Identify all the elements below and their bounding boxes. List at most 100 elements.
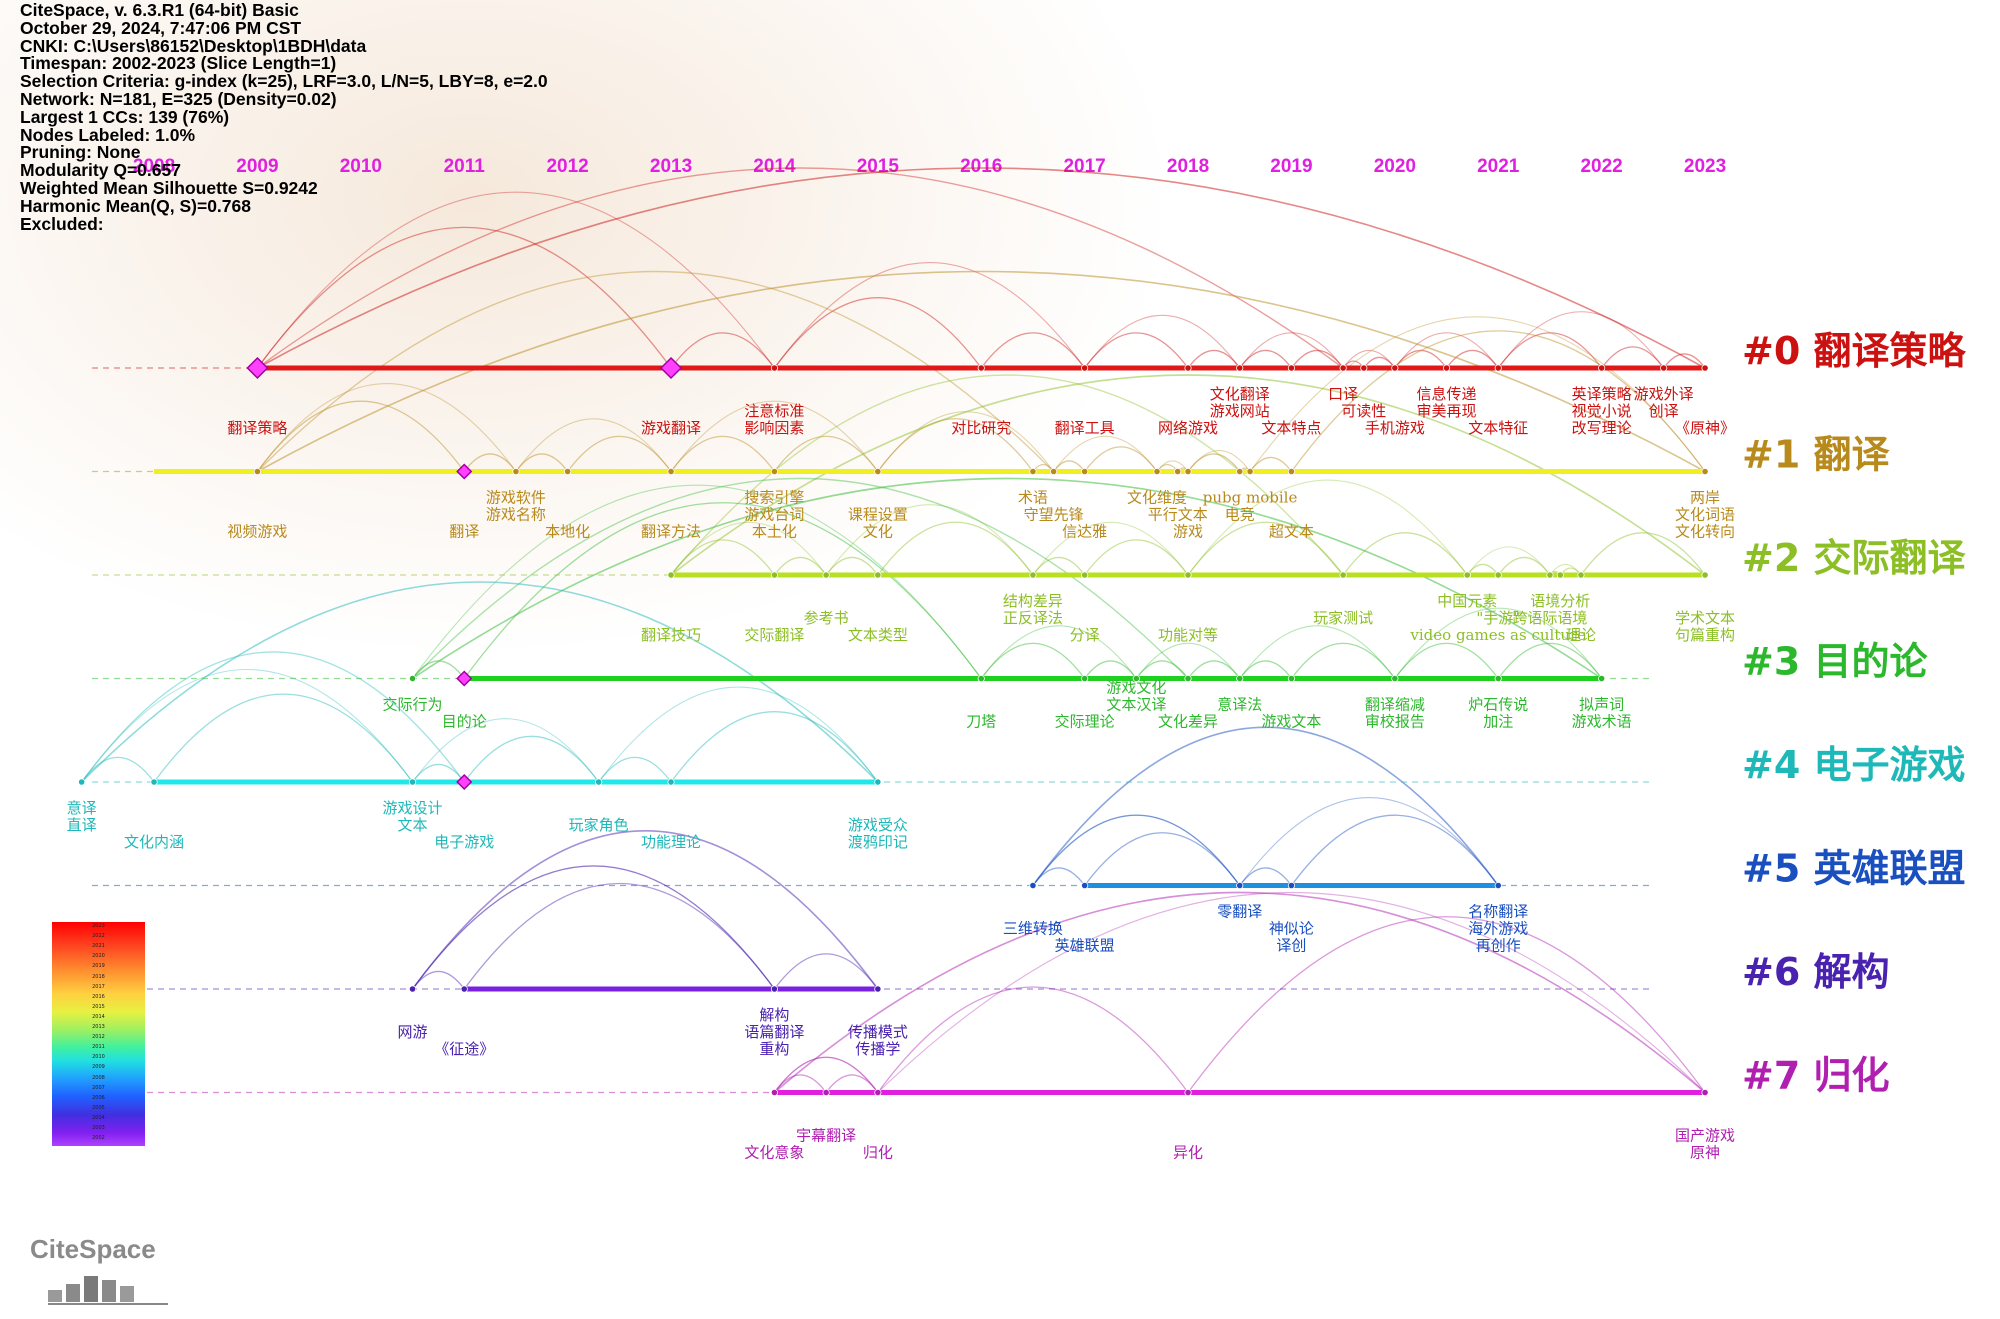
keyword-label: 审校报告 <box>1365 713 1425 731</box>
keyword-label: 翻译工具 <box>1055 419 1115 437</box>
keyword-node <box>1081 571 1089 579</box>
keyword-node <box>1029 467 1037 476</box>
keyword-label: 零翻译 <box>1217 903 1262 921</box>
year-tick-label: 2019 <box>1270 156 1312 177</box>
keyword-label: 学术文本 <box>1675 609 1735 627</box>
cooccurrence-arc <box>825 504 1034 576</box>
keyword-node <box>1287 467 1296 476</box>
keyword-label: 语篇翻译 <box>744 1023 804 1041</box>
info-line: Modularity Q=0.657 <box>20 160 181 181</box>
keyword-label: 异化 <box>1173 1144 1203 1162</box>
info-line: Excluded: <box>20 213 104 234</box>
keyword-node <box>1081 364 1089 372</box>
cooccurrence-arc <box>412 484 982 679</box>
cooccurrence-arc <box>412 477 1189 679</box>
legend-year-label: 2004 <box>92 1114 105 1121</box>
legend-year-label: 2018 <box>92 973 105 980</box>
keyword-node <box>1132 674 1140 683</box>
cooccurrence-arc <box>877 892 1706 1093</box>
keyword-label: 两岸 <box>1690 489 1720 507</box>
cooccurrence-arc <box>877 986 1189 1093</box>
cooccurrence-arc <box>1239 625 1396 679</box>
keyword-node <box>564 467 572 476</box>
keyword-label: 文化意象 <box>744 1144 804 1162</box>
legend-year-label: 2003 <box>92 1125 105 1131</box>
keyword-node <box>1701 364 1709 372</box>
keyword-label: 游戏术语 <box>1572 713 1632 731</box>
cooccurrence-arc <box>1135 643 1241 679</box>
legend-year-label: 2012 <box>92 1034 105 1041</box>
keyword-label: 宇幕翻译 <box>796 1127 856 1145</box>
keyword-label: 平行文本 <box>1148 506 1208 524</box>
cooccurrence-arc <box>1187 660 1241 679</box>
keyword-label: 电竞 <box>1225 506 1255 524</box>
keyword-label: 文化转向 <box>1675 523 1735 541</box>
keyword-label: 改写理论 <box>1572 419 1632 437</box>
hub-node <box>456 773 473 791</box>
cooccurrence-arc <box>1084 832 1241 886</box>
cooccurrence-arc <box>1239 332 1344 369</box>
keyword-node <box>667 467 675 476</box>
keyword-label: 再创作 <box>1476 937 1521 955</box>
keyword-node <box>1287 881 1296 890</box>
keyword-node <box>1287 674 1296 683</box>
keyword-label: 创译 <box>1649 402 1679 420</box>
keyword-node <box>1463 571 1471 579</box>
keyword-label: 超文本 <box>1269 523 1314 541</box>
info-line: Pruning: None <box>20 142 141 163</box>
keyword-label: 文化差异 <box>1158 713 1218 731</box>
keyword-node <box>667 778 675 786</box>
keyword-label: 本地化 <box>545 523 590 541</box>
legend-year-label: 2016 <box>92 993 105 1000</box>
cooccurrence-arc <box>1394 349 1448 369</box>
cooccurrence-arc <box>1549 563 1582 576</box>
cooccurrence-arc <box>1187 449 1251 472</box>
cooccurrence-arc <box>1363 356 1396 369</box>
keyword-node <box>1360 364 1368 372</box>
keyword-node <box>1494 571 1502 579</box>
keyword-label: 课程设置 <box>848 506 908 524</box>
year-tick-label: 2008 <box>133 156 175 177</box>
info-line: CNKI: C:\Users\86152\Desktop\1BDH\data <box>20 35 367 56</box>
legend-year-label: 2006 <box>92 1094 105 1101</box>
keyword-label: 文本 <box>398 816 428 834</box>
legend-year-label: 2010 <box>92 1054 105 1061</box>
cooccurrence-arc <box>1187 453 1241 472</box>
keyword-label: 文化词语 <box>1675 506 1735 524</box>
cooccurrence-arc <box>515 453 569 472</box>
keyword-label: 交际理论 <box>1055 713 1115 731</box>
cooccurrence-arc <box>1239 797 1499 886</box>
keyword-node <box>1701 467 1709 476</box>
cooccurrence-arc <box>1394 642 1499 679</box>
cooccurrence-arc <box>773 1057 879 1093</box>
cooccurrence-arc <box>256 400 465 472</box>
cooccurrence-arc <box>670 521 827 576</box>
cooccurrence-arc <box>1032 556 1086 576</box>
cooccurrence-arc <box>412 718 600 783</box>
info-line: Nodes Labeled: 1.0% <box>20 124 196 145</box>
cooccurrence-arc <box>411 830 879 990</box>
info-line: Timespan: 2002-2023 (Slice Length=1) <box>20 53 337 74</box>
cluster-label: #7 归化 <box>1742 1054 1890 1098</box>
cooccurrence-arc <box>153 693 414 783</box>
cooccurrence-arc <box>1290 814 1499 886</box>
cooccurrence-arc <box>257 167 1344 369</box>
keyword-label: 游戏台词 <box>744 506 804 524</box>
cooccurrence-arc <box>1497 642 1603 679</box>
keyword-label: 加注 <box>1483 713 1513 731</box>
legend-year-label: 2019 <box>92 963 105 970</box>
cooccurrence-arc <box>1053 436 1158 472</box>
cooccurrence-arc <box>598 756 672 783</box>
keyword-label: 《征途》 <box>434 1040 494 1058</box>
info-line: Weighted Mean Silhouette S=0.9242 <box>20 177 318 198</box>
year-tick-label: 2014 <box>753 156 796 177</box>
keyword-label: 神似论 <box>1269 920 1314 938</box>
cooccurrence-arc <box>463 453 517 472</box>
cluster-label: #0 翻译策略 <box>1742 329 1967 373</box>
cooccurrence-arc <box>1663 353 1706 369</box>
keyword-label: 分译 <box>1070 626 1100 644</box>
keyword-node <box>1081 881 1089 890</box>
keyword-label: 玩家测试 <box>1313 609 1373 627</box>
keyword-label: 游戏软件 <box>486 489 546 507</box>
